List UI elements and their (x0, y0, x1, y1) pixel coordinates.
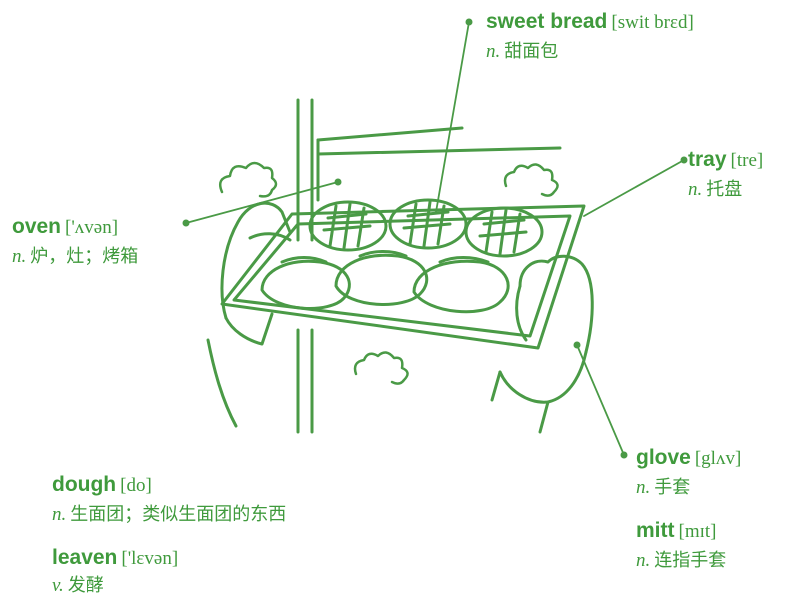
entry-tray: tray [tre] n. 托盘 (688, 146, 763, 204)
headword: oven (12, 215, 62, 238)
part-of-speech: n. (636, 477, 651, 498)
entry-glove: glove [glʌv] n. 手套 (636, 444, 741, 502)
entry-oven: oven ['ʌvən] n. 炉，灶；烤箱 (12, 213, 138, 271)
part-of-speech: v. (52, 575, 64, 596)
dough-loaves-icon (260, 250, 510, 314)
headword: glove (636, 446, 691, 469)
headword: tray (688, 148, 727, 171)
leader-lines (185, 21, 685, 456)
definition: 生面团；类似生面团的东西 (70, 504, 287, 525)
phonetic: [glʌv] (694, 448, 742, 469)
phonetic: ['ʌvən] (65, 217, 119, 238)
entry-sweet-bread: sweet bread [swit brɛd] n. 甜面包 (486, 8, 694, 66)
phonetic: [do] (120, 475, 152, 496)
part-of-speech: n. (688, 179, 703, 200)
definition: 连指手套 (654, 550, 727, 571)
entry-mitt: mitt [mɪt] n. 连指手套 (636, 517, 726, 575)
steam-icon (219, 161, 559, 385)
part-of-speech: n. (636, 550, 651, 571)
definition: 炉，灶；烤箱 (30, 246, 139, 267)
definition: 甜面包 (504, 41, 559, 62)
phonetic: [swit brɛd] (611, 12, 694, 33)
definition: 发酵 (67, 575, 104, 596)
right-mitt-icon (490, 254, 594, 434)
sweet-bread-buns-icon (308, 198, 544, 258)
headword: sweet bread (486, 10, 608, 33)
definition: 托盘 (706, 179, 743, 200)
phonetic: ['lɛvən] (121, 548, 179, 569)
entry-leaven: leaven ['lɛvən] v. 发酵 (52, 544, 178, 600)
left-mitt-icon (206, 201, 292, 428)
entry-dough: dough [do] n. 生面团；类似生面团的东西 (52, 471, 286, 529)
headword: leaven (52, 546, 118, 569)
oven-frame-icon (296, 98, 562, 434)
headword: dough (52, 473, 117, 496)
phonetic: [mɪt] (678, 521, 717, 542)
part-of-speech: n. (12, 246, 27, 267)
tray-icon (220, 204, 586, 350)
leader-dots (182, 18, 688, 459)
part-of-speech: n. (52, 504, 67, 525)
part-of-speech: n. (486, 41, 501, 62)
headword: mitt (636, 519, 675, 542)
definition: 手套 (654, 477, 691, 498)
phonetic: [tre] (730, 150, 764, 171)
